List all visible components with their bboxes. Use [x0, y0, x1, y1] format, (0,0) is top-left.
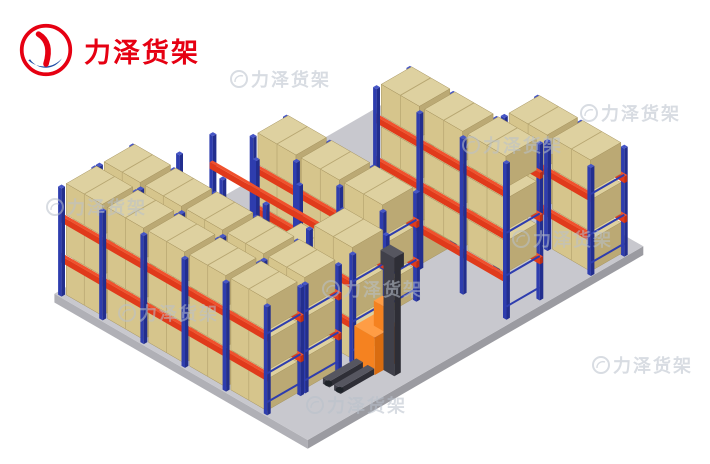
- logo-swoosh-red: [35, 31, 51, 67]
- svg-text:力泽货架: 力泽货架: [327, 395, 407, 416]
- brand-logo-text: 力泽货架: [84, 37, 200, 68]
- svg-text:力泽货架: 力泽货架: [613, 355, 693, 376]
- svg-text:力泽货架: 力泽货架: [533, 229, 613, 250]
- watermark: 力泽货架: [306, 395, 407, 416]
- brand-logo-icon: [19, 23, 73, 77]
- rack-front-front-row: [58, 165, 304, 416]
- svg-text:力泽货架: 力泽货架: [251, 69, 331, 90]
- brand-logo: 力泽货架: [18, 22, 200, 78]
- watermark: 力泽货架: [580, 103, 681, 124]
- logo-swoosh-blue: [28, 58, 62, 68]
- svg-text:力泽货架: 力泽货架: [67, 197, 147, 218]
- watermark: 力泽货架: [592, 355, 693, 376]
- watermark: 力泽货架: [46, 197, 147, 218]
- watermark: 力泽货架: [230, 69, 331, 90]
- watermark: 力泽货架: [462, 135, 563, 156]
- svg-text:力泽货架: 力泽货架: [343, 279, 423, 300]
- svg-text:力泽货架: 力泽货架: [601, 103, 681, 124]
- svg-text:力泽货架: 力泽货架: [139, 303, 219, 324]
- pallet-stacker: [322, 244, 404, 394]
- watermark: 力泽货架: [512, 229, 613, 250]
- watermark: 力泽货架: [322, 279, 423, 300]
- svg-text:力泽货架: 力泽货架: [483, 135, 563, 156]
- watermark: 力泽货架: [118, 303, 219, 324]
